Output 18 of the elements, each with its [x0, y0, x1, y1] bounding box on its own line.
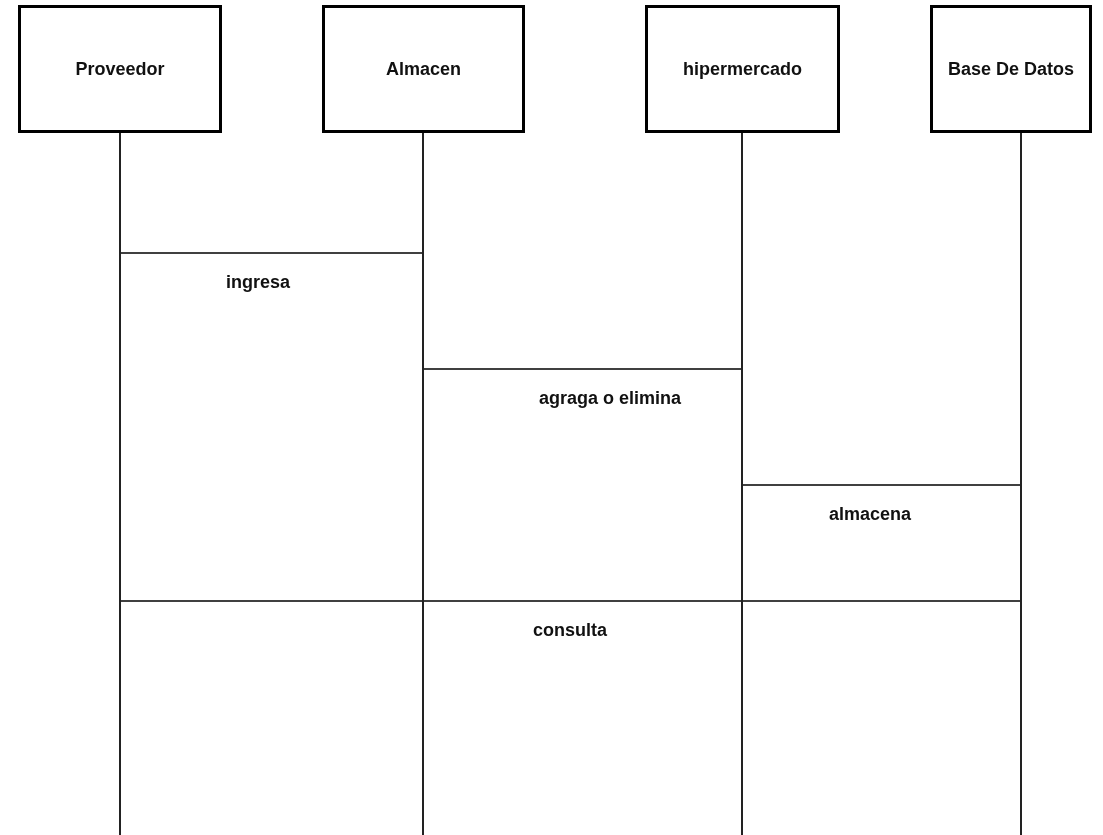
participant-name: Base De Datos	[947, 58, 1075, 80]
participant-box	[930, 5, 1092, 133]
participant-box	[18, 5, 222, 133]
participant-box	[322, 5, 525, 133]
message-line	[120, 252, 423, 254]
participant-name: Proveedor	[75, 58, 165, 80]
lifeline	[1020, 133, 1022, 835]
lifeline	[119, 133, 121, 835]
message-label: agraga o elimina	[536, 388, 684, 409]
lifeline	[741, 133, 743, 835]
participant-name: hipermercado	[682, 58, 802, 80]
message-line	[742, 484, 1021, 486]
message-line	[120, 600, 1021, 602]
participant-name: Almacen	[385, 58, 461, 80]
participant-box	[645, 5, 840, 133]
message-line	[423, 368, 742, 370]
message-label: ingresa	[224, 272, 292, 293]
lifeline	[422, 133, 424, 835]
